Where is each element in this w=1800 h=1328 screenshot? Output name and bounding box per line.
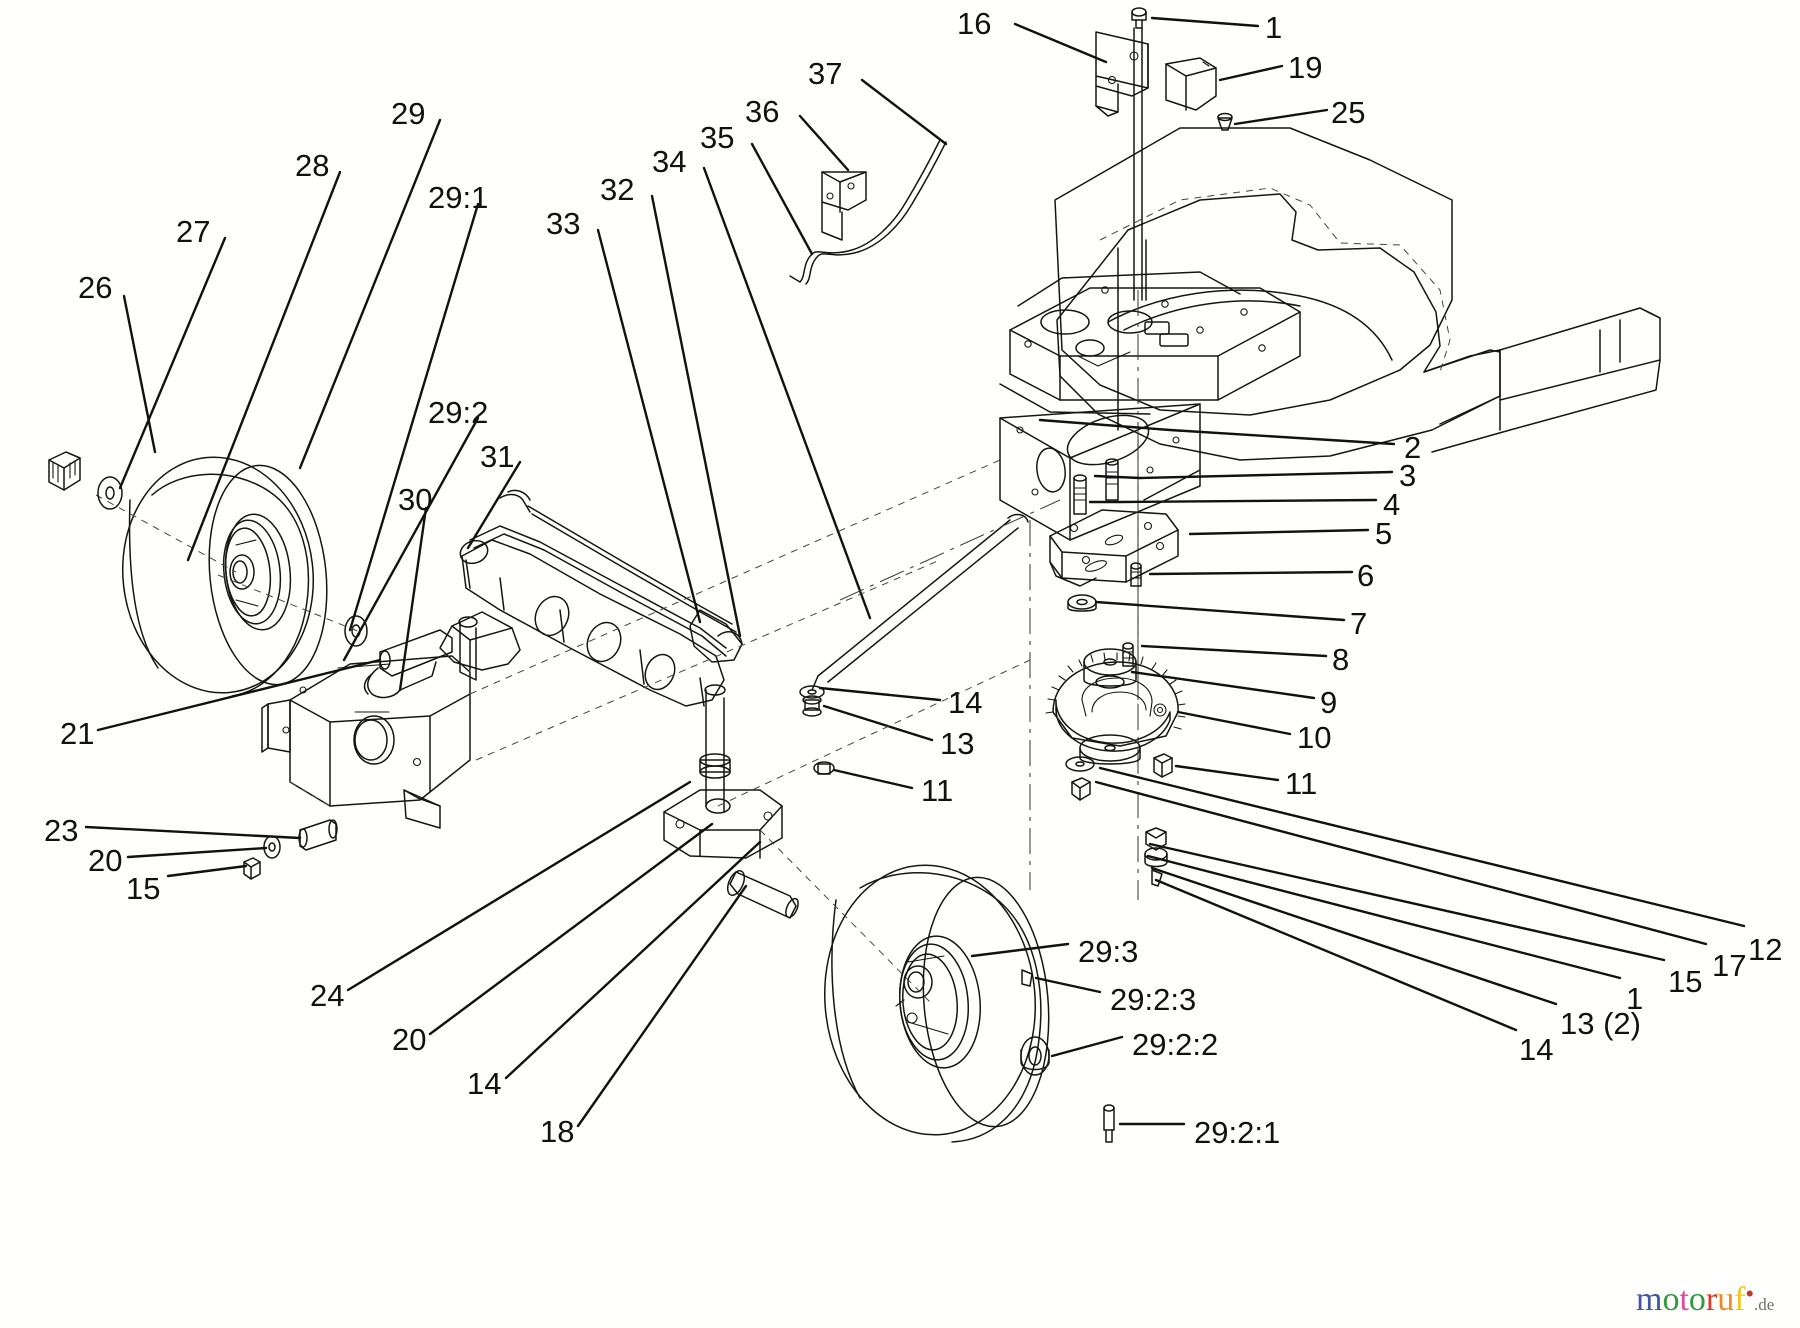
callout-6: 6 — [1357, 558, 1375, 593]
callout-17: 17 — [1712, 948, 1747, 983]
washer-21 — [344, 615, 368, 647]
callout-37: 37 — [808, 56, 843, 91]
callout-5: 5 — [1375, 516, 1393, 551]
mower-deck-assembly — [999, 27, 1661, 700]
callout-23: 23 — [44, 813, 79, 848]
bushing-29-2-2 — [1020, 1036, 1050, 1076]
callout-25: 25 — [1331, 95, 1366, 130]
callout-10: 10 — [1297, 720, 1332, 755]
callout-14-right: 14 — [1519, 1032, 1554, 1067]
callout-20-left: 20 — [88, 843, 123, 878]
callout-18: 18 — [540, 1114, 575, 1149]
motoruf-watermark-logo: motoruf●.de — [1636, 1283, 1774, 1317]
logo-letter-f: f — [1734, 1281, 1746, 1318]
callout-27: 27 — [176, 214, 211, 249]
callout-29-2-2: 29:2:2 — [1132, 1027, 1219, 1062]
nut-11c — [1153, 753, 1173, 778]
logo-letter-o1: o — [1662, 1281, 1680, 1318]
callout-7: 7 — [1350, 606, 1368, 641]
callout-24: 24 — [310, 978, 345, 1013]
bolt-2 — [1105, 458, 1119, 501]
callout-2: 2 — [1404, 430, 1422, 465]
screw-25 — [1217, 112, 1233, 131]
bracket-16 — [1095, 31, 1149, 117]
callout-13-qty2: 13 (2) — [1560, 1006, 1641, 1041]
plate-5 — [1049, 509, 1179, 587]
callout-29-1: 29:1 — [428, 180, 489, 215]
callout-13-mid: 13 — [940, 726, 975, 761]
leader-lines — [84, 16, 1746, 1128]
callout-29-3: 29:3 — [1078, 934, 1139, 969]
callout-3: 3 — [1399, 458, 1417, 493]
left-wheel-assembly — [48, 451, 368, 697]
callout-15-right: 15 — [1668, 964, 1703, 999]
callout-9: 9 — [1320, 685, 1338, 720]
callout-11-right: 11 — [1285, 766, 1318, 801]
callout-33: 33 — [546, 206, 581, 241]
hardware-stack-center — [799, 513, 1029, 775]
callout-29-2-3: 29:2:3 — [1110, 982, 1197, 1017]
pin-23 — [298, 819, 338, 851]
right-wheel-assembly — [823, 864, 1115, 1143]
callout-16: 16 — [957, 6, 992, 41]
callout-20-bottom: 20 — [392, 1022, 427, 1057]
logo-letter-m: m — [1636, 1281, 1663, 1318]
callout-1-right: 1 — [1626, 981, 1644, 1016]
callout-14-mid: 14 — [948, 685, 983, 720]
washer-11b — [1065, 756, 1095, 772]
logo-letter-o2: o — [1688, 1281, 1706, 1318]
construction-lines — [217, 459, 1061, 1003]
deck-housing — [1056, 187, 1661, 461]
rod-and-bracket-35-37 — [789, 139, 947, 285]
nut-11d — [1071, 777, 1091, 801]
callout-26: 26 — [78, 270, 113, 305]
logo-tld: .de — [1754, 1295, 1775, 1314]
nut-26 — [48, 451, 81, 491]
callout-29-2-1: 29:2:1 — [1194, 1115, 1281, 1150]
gear-sector-10 — [1045, 652, 1186, 752]
bushing-9 — [1083, 648, 1137, 689]
screw-6 — [1130, 562, 1142, 587]
cap-19 — [1165, 57, 1217, 111]
washer-7 — [1067, 594, 1097, 612]
callout-29-2: 29:2 — [428, 395, 489, 430]
logo-letter-t: t — [1679, 1281, 1689, 1318]
axle-pin-18 — [726, 870, 799, 919]
screw-1 — [1131, 7, 1147, 29]
callout-31: 31 — [480, 439, 515, 474]
logo-dot-icon: ● — [1745, 1286, 1755, 1302]
logo-letter-u: u — [1717, 1281, 1735, 1318]
callout-21: 21 — [60, 716, 95, 751]
callout-35: 35 — [700, 120, 735, 155]
callout-12: 12 — [1748, 932, 1783, 967]
callout-11-mid: 11 — [921, 773, 954, 808]
washer-27 — [97, 476, 123, 510]
callout-19: 19 — [1288, 50, 1323, 85]
callout-36: 36 — [745, 94, 780, 129]
deck-top-plate — [1009, 286, 1301, 401]
bolt-3 — [1073, 474, 1087, 515]
logo-letter-r: r — [1705, 1281, 1718, 1318]
callout-4: 4 — [1383, 487, 1401, 522]
callout-29: 29 — [391, 96, 426, 131]
callout-30: 30 — [398, 482, 433, 517]
pulley-11 — [1079, 734, 1141, 765]
right-hardware-column — [1029, 440, 1186, 900]
callout-28: 28 — [295, 148, 330, 183]
callout-14-bottom: 14 — [467, 1066, 502, 1101]
transmission-housing — [999, 403, 1201, 541]
valve-29-2-3 — [1021, 969, 1033, 987]
callout-1: 1 — [1265, 10, 1283, 45]
lift-arm-assembly — [363, 489, 783, 859]
callout-8: 8 — [1332, 642, 1350, 677]
callout-15-left: 15 — [126, 871, 161, 906]
nut-15-left — [243, 857, 261, 880]
callout-34: 34 — [652, 144, 687, 179]
callout-32: 32 — [600, 172, 635, 207]
screw-29-2-1 — [1103, 1104, 1115, 1143]
